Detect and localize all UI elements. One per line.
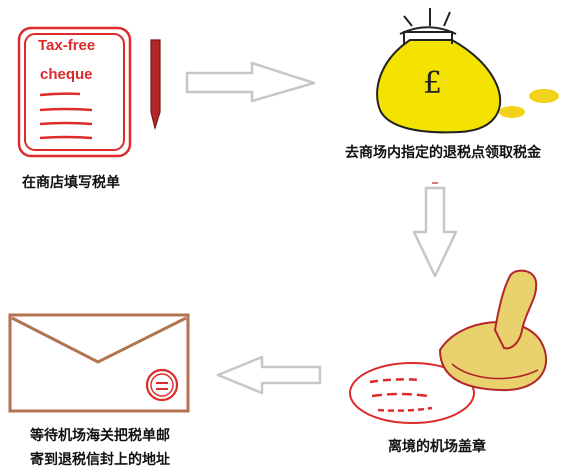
pound-sign-icon: £	[423, 66, 443, 101]
step1-caption: 在商店填写税单	[22, 175, 120, 191]
cheque-title-line1: Tax-free	[38, 37, 96, 54]
step3-caption: 离境的机场盖章	[388, 439, 486, 455]
cheque-title-line2: cheque	[40, 66, 93, 83]
step4-caption-line2: 寄到退税信封上的地址	[30, 452, 170, 468]
step4-caption-line1: 等待机场海关把税单邮	[30, 428, 170, 444]
step2-caption: 去商场内指定的退税点领取税金	[345, 145, 541, 161]
